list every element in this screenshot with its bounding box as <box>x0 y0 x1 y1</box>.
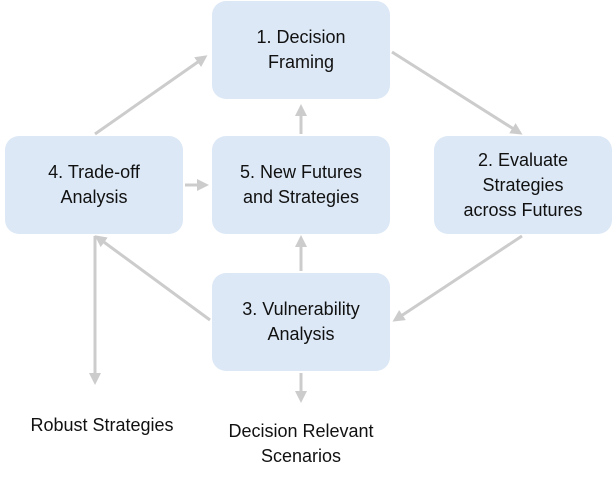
node-label-line: 4. Trade-off <box>48 162 140 182</box>
outcome-label-line: Decision Relevant <box>228 421 374 441</box>
node-new-futures-text: 5. New Futures and Strategies <box>240 160 362 210</box>
node-evaluate-strategies: 2. Evaluate Strategies across Futures <box>434 136 612 234</box>
node-label-line: Framing <box>267 52 334 72</box>
node-new-futures: 5. New Futures and Strategies <box>212 136 390 234</box>
node-tradeoff-analysis: 4. Trade-off Analysis <box>5 136 183 234</box>
node-label-line: 2. Evaluate <box>477 149 569 170</box>
node-label-line: Strategies <box>482 174 564 195</box>
arrow-evaluate-to-vulnerability <box>392 234 523 322</box>
node-vulnerability-analysis: 3. Vulnerability Analysis <box>212 273 390 371</box>
node-tradeoff-analysis-text: 4. Trade-off Analysis <box>48 160 140 210</box>
node-label-line: and Strategies <box>242 187 360 207</box>
node-decision-framing-text: 1. Decision Framing <box>256 25 345 75</box>
outcome-robust-strategies: Robust Strategies <box>10 413 194 438</box>
node-label-line: 1. Decision <box>256 27 346 47</box>
outcome-decision-relevant-scenarios: Decision Relevant Scenarios <box>206 419 396 469</box>
node-label-line: 5. New Futures <box>239 162 363 182</box>
outcome-label-line: Robust Strategies <box>30 415 174 435</box>
node-label-line: Analysis <box>267 324 335 344</box>
arrow-vulnerability-to-tradeoff <box>94 235 211 322</box>
node-vulnerability-analysis-text: 3. Vulnerability Analysis <box>242 297 359 347</box>
arrow-framing-to-evaluate <box>391 50 523 135</box>
node-decision-framing: 1. Decision Framing <box>212 1 390 99</box>
node-label-line: across Futures <box>463 199 583 220</box>
arrow-tradeoff-to-framing <box>94 55 208 136</box>
node-label-line: 3. Vulnerability <box>242 299 360 319</box>
node-evaluate-strategies-text: 2. Evaluate Strategies across Futures <box>463 148 582 223</box>
node-label-line: Analysis <box>60 187 128 207</box>
outcome-label-line: Scenarios <box>260 446 342 466</box>
